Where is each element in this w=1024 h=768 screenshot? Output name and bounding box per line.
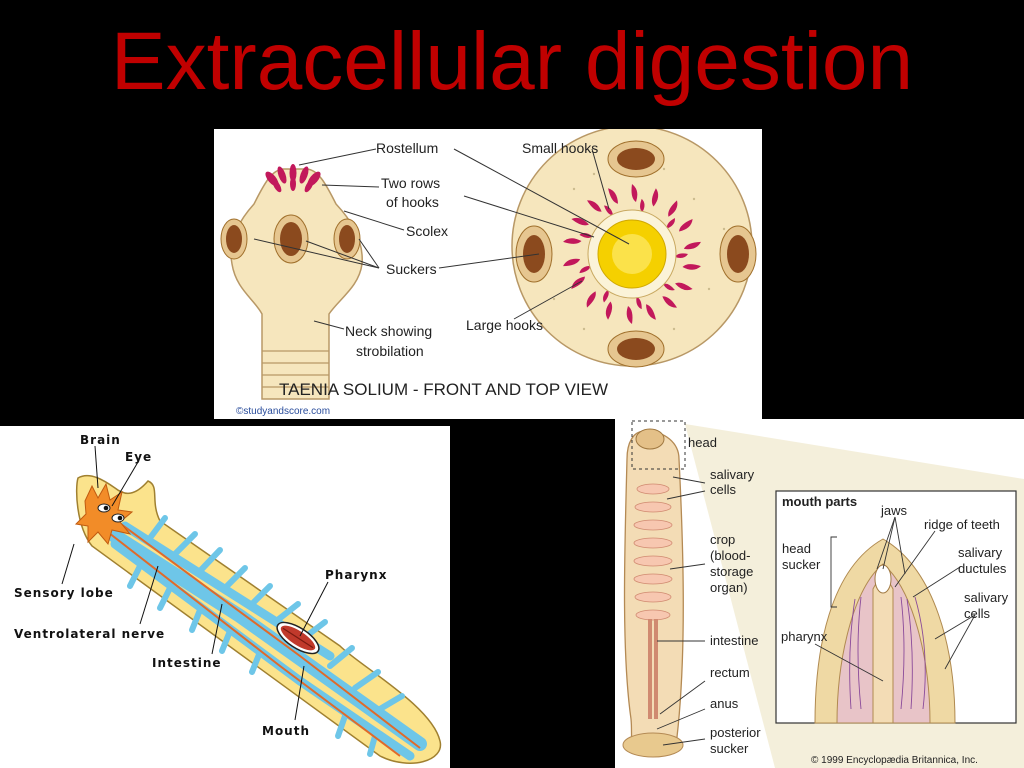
planaria-brain [74,482,134,546]
label-salivary-ductules-2: ductules [958,561,1007,576]
taenia-diagram: Rostellum Two rows of hooks Scolex Sucke… [220,129,757,417]
label-rectum: rectum [710,665,750,680]
label-posterior-1: posterior [710,725,761,740]
label-neck-2: strobilation [356,343,424,359]
top-suckers [515,140,757,368]
label-small-hooks: Small hooks [522,140,598,156]
taenia-front-view [220,164,363,400]
label-salivary-1: salivary [710,467,755,482]
leech-head [635,428,665,450]
label-intestine: Intestine [152,656,222,670]
slide-title: Extracellular digestion [110,16,914,107]
taenia-diagram-panel: Rostellum Two rows of hooks Scolex Sucke… [214,129,762,419]
label-crop-1: crop [710,532,735,547]
leech-copyright: © 1999 Encyclopædia Britannica, Inc. [811,755,978,766]
label-crop-3: storage [710,564,753,579]
label-inset-salivary-2: cells [964,606,991,621]
label-large-hooks: Large hooks [466,317,543,333]
label-suckers: Suckers [386,261,437,277]
ventrolateral-nerves [99,515,421,757]
label-ridge-of-teeth: ridge of teeth [924,517,1000,532]
label-two-rows-2: of hooks [386,194,439,210]
posterior-sucker [622,732,684,758]
label-pharynx: pharynx [781,629,828,644]
label-ventrolateral-nerve: Ventrolateral nerve [14,627,165,641]
front-suckers [220,214,361,264]
taenia-source: ©studyandscore.com [236,406,330,417]
label-neck-1: Neck showing [345,323,432,339]
label-crop-4: organ) [710,580,748,595]
rostellum-hooks [265,164,321,193]
label-head-sucker-2: sucker [782,557,821,572]
leech-crop [633,483,673,621]
inset-title: mouth parts [782,494,857,509]
leech-diagram-panel: head salivary cells crop (blood- storage… [615,419,1024,768]
planaria-eyes [97,503,125,523]
label-scolex: Scolex [406,223,448,239]
leech-diagram: head salivary cells crop (blood- storage… [622,420,1024,768]
planaria-diagram-panel: Brain Eye Sensory lobe Ventrolateral ner… [0,426,450,768]
label-crop-2: (blood- [710,548,750,563]
label-mouth: Mouth [262,724,310,738]
planaria-diagram: Brain Eye Sensory lobe Ventrolateral ner… [14,433,442,764]
taenia-caption: TAENIA SOLIUM - FRONT AND TOP VIEW [279,380,608,399]
label-inset-salivary-1: salivary [964,590,1009,605]
taenia-top-view [511,129,757,368]
label-eye: Eye [125,450,152,464]
label-intestine: intestine [710,633,758,648]
label-anus: anus [710,696,739,711]
label-sensory-lobe: Sensory lobe [14,586,114,600]
label-pharynx: Pharynx [325,568,387,582]
top-hooks-ring [562,184,702,324]
label-posterior-2: sucker [710,741,749,756]
label-head-sucker-1: head [782,541,811,556]
label-rostellum: Rostellum [376,140,438,156]
label-jaws: jaws [880,503,908,518]
label-salivary-2: cells [710,482,737,497]
label-two-rows-1: Two rows [381,175,440,191]
label-head: head [688,435,717,450]
label-brain: Brain [80,433,121,447]
label-salivary-ductules-1: salivary [958,545,1003,560]
mouth-parts-inset: mouth parts jaws ridge of teeth head suc… [775,490,1017,724]
leech-intestine [648,619,658,719]
